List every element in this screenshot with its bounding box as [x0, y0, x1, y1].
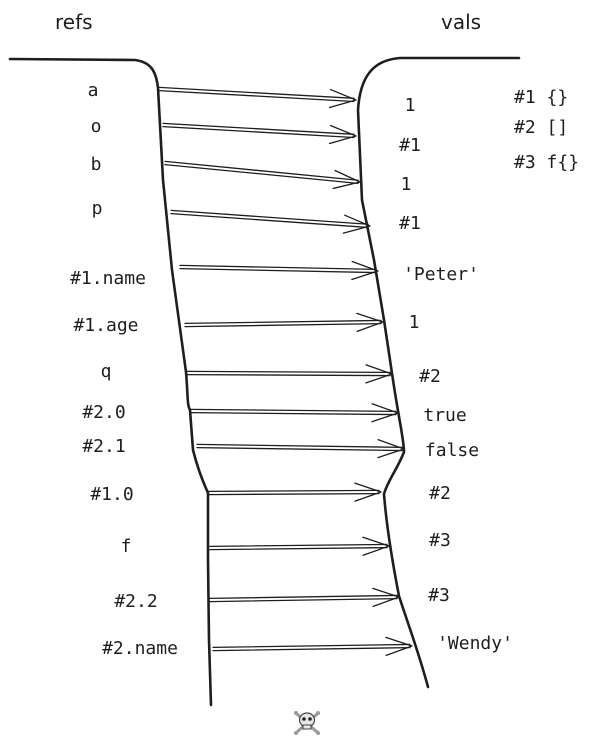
- reference-arrow: [209, 543, 388, 551]
- heap-entry: #1 {}: [514, 87, 568, 108]
- arrow-head: [328, 124, 357, 145]
- reference-arrow: [164, 160, 359, 185]
- arrow-head: [372, 587, 400, 608]
- heap-entry: #3 f{}: [514, 152, 579, 173]
- reference-arrow: [196, 443, 403, 452]
- ref-label: b: [91, 154, 102, 175]
- val-label: 'Wendy': [437, 633, 513, 654]
- ref-label: a: [88, 80, 99, 101]
- reference-arrow: [189, 408, 397, 416]
- reference-arrow: [170, 209, 369, 229]
- val-label: #3: [428, 585, 450, 606]
- heap-value: f{}: [547, 152, 580, 173]
- heap-entry: #2 []: [514, 117, 568, 138]
- ref-label: #1.0: [90, 484, 133, 505]
- reference-arrow: [184, 319, 382, 328]
- val-label: 1: [405, 95, 416, 116]
- arrow-head: [354, 482, 382, 502]
- refs-header: refs: [55, 10, 93, 34]
- ref-label: #1.age: [73, 315, 138, 336]
- val-label: false: [425, 440, 479, 461]
- reference-arrow: [207, 489, 380, 496]
- arrow-head: [365, 364, 393, 384]
- ref-label: q: [101, 361, 112, 382]
- heap-id: #2: [514, 117, 536, 138]
- reference-arrow: [212, 643, 411, 652]
- ref-label: #1.name: [70, 268, 146, 289]
- arrows-layer: [158, 86, 413, 657]
- arrow-head: [356, 312, 384, 333]
- heap-id: #1: [514, 87, 536, 108]
- reference-arrow: [186, 370, 391, 377]
- val-label: 1: [409, 312, 420, 333]
- arrow-head: [371, 403, 399, 423]
- ref-label: #2.1: [82, 436, 125, 457]
- arrow-head: [362, 536, 390, 556]
- val-label: #1: [399, 213, 421, 234]
- val-label: true: [423, 405, 466, 426]
- ref-label: #2.0: [82, 402, 125, 423]
- skull-crossbones-icon: [294, 711, 320, 735]
- reference-arrow: [209, 594, 398, 603]
- arrow-head: [342, 214, 371, 234]
- val-label: #2: [429, 483, 451, 504]
- ref-label: f: [121, 536, 132, 557]
- val-label: #2: [419, 366, 441, 387]
- arrow-head: [377, 438, 405, 459]
- heap-value: []: [547, 117, 569, 138]
- val-label: 1: [401, 174, 412, 195]
- ref-label: #2.name: [102, 638, 178, 659]
- ref-label: p: [92, 198, 103, 219]
- reference-arrow: [162, 122, 355, 139]
- heap-value: {}: [547, 87, 569, 108]
- heap-id: #3: [514, 152, 536, 173]
- val-label: #1: [399, 135, 421, 156]
- val-label: #3: [429, 530, 451, 551]
- arrow-head: [332, 169, 361, 190]
- reference-arrow: [158, 86, 355, 103]
- arrow-head: [328, 88, 357, 109]
- ref-label: #2.2: [114, 591, 157, 612]
- arrow-head: [385, 636, 413, 657]
- arrow-head: [351, 260, 379, 281]
- ref-label: o: [91, 116, 102, 137]
- right-cliff-outline: [356, 56, 521, 689]
- reference-arrow: [179, 264, 377, 274]
- vals-header: vals: [441, 10, 481, 34]
- val-label: 'Peter': [403, 264, 479, 285]
- left-cliff-outline: [8, 57, 213, 707]
